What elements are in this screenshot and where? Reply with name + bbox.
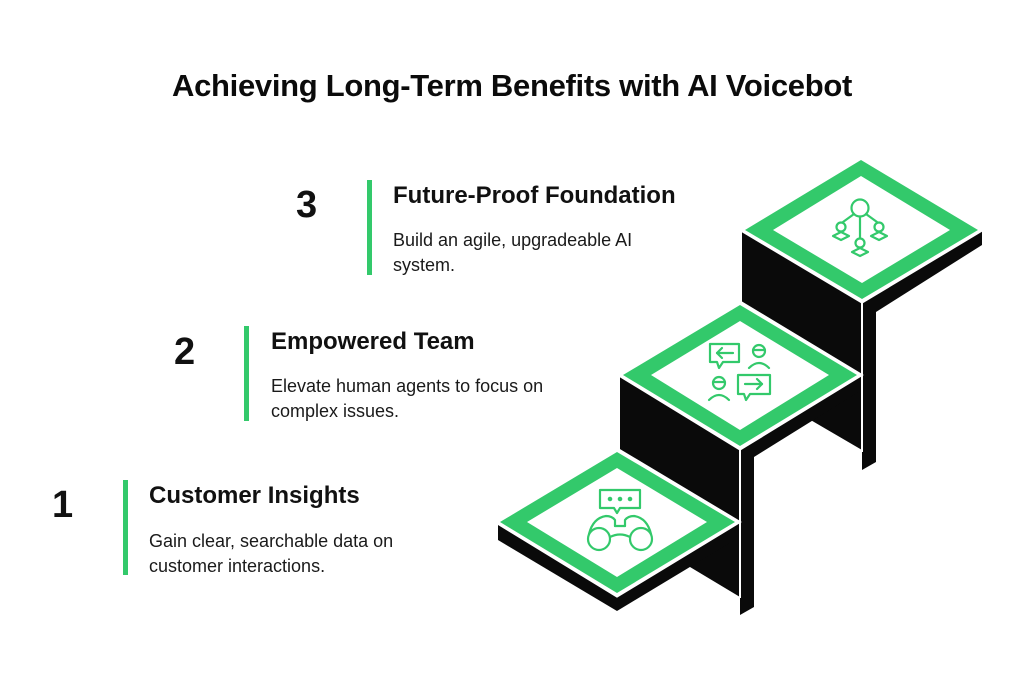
step-description: Elevate human agents to focus on complex… <box>271 376 544 421</box>
agents-conversation-icon <box>707 342 772 402</box>
step-heading: Customer Insights <box>149 482 360 509</box>
network-hierarchy-icon <box>831 198 889 258</box>
stair-block-1 <box>493 447 742 611</box>
step-heading: Empowered Team <box>271 328 475 355</box>
binoculars-chat-icon <box>586 488 654 552</box>
step-description: Gain clear, searchable data on customer … <box>149 531 394 576</box>
accent-bar <box>123 480 128 575</box>
accent-bar <box>367 180 372 275</box>
step-number: 3 <box>296 184 318 226</box>
page-title: Achieving Long-Term Benefits with AI Voi… <box>171 68 853 103</box>
step-description: Build an agile, upgradeable AI system. <box>393 230 633 275</box>
step-number: 1 <box>52 484 74 526</box>
accent-bar <box>244 326 249 421</box>
step-number: 2 <box>174 331 196 373</box>
step-heading: Future-Proof Foundation <box>393 182 676 209</box>
